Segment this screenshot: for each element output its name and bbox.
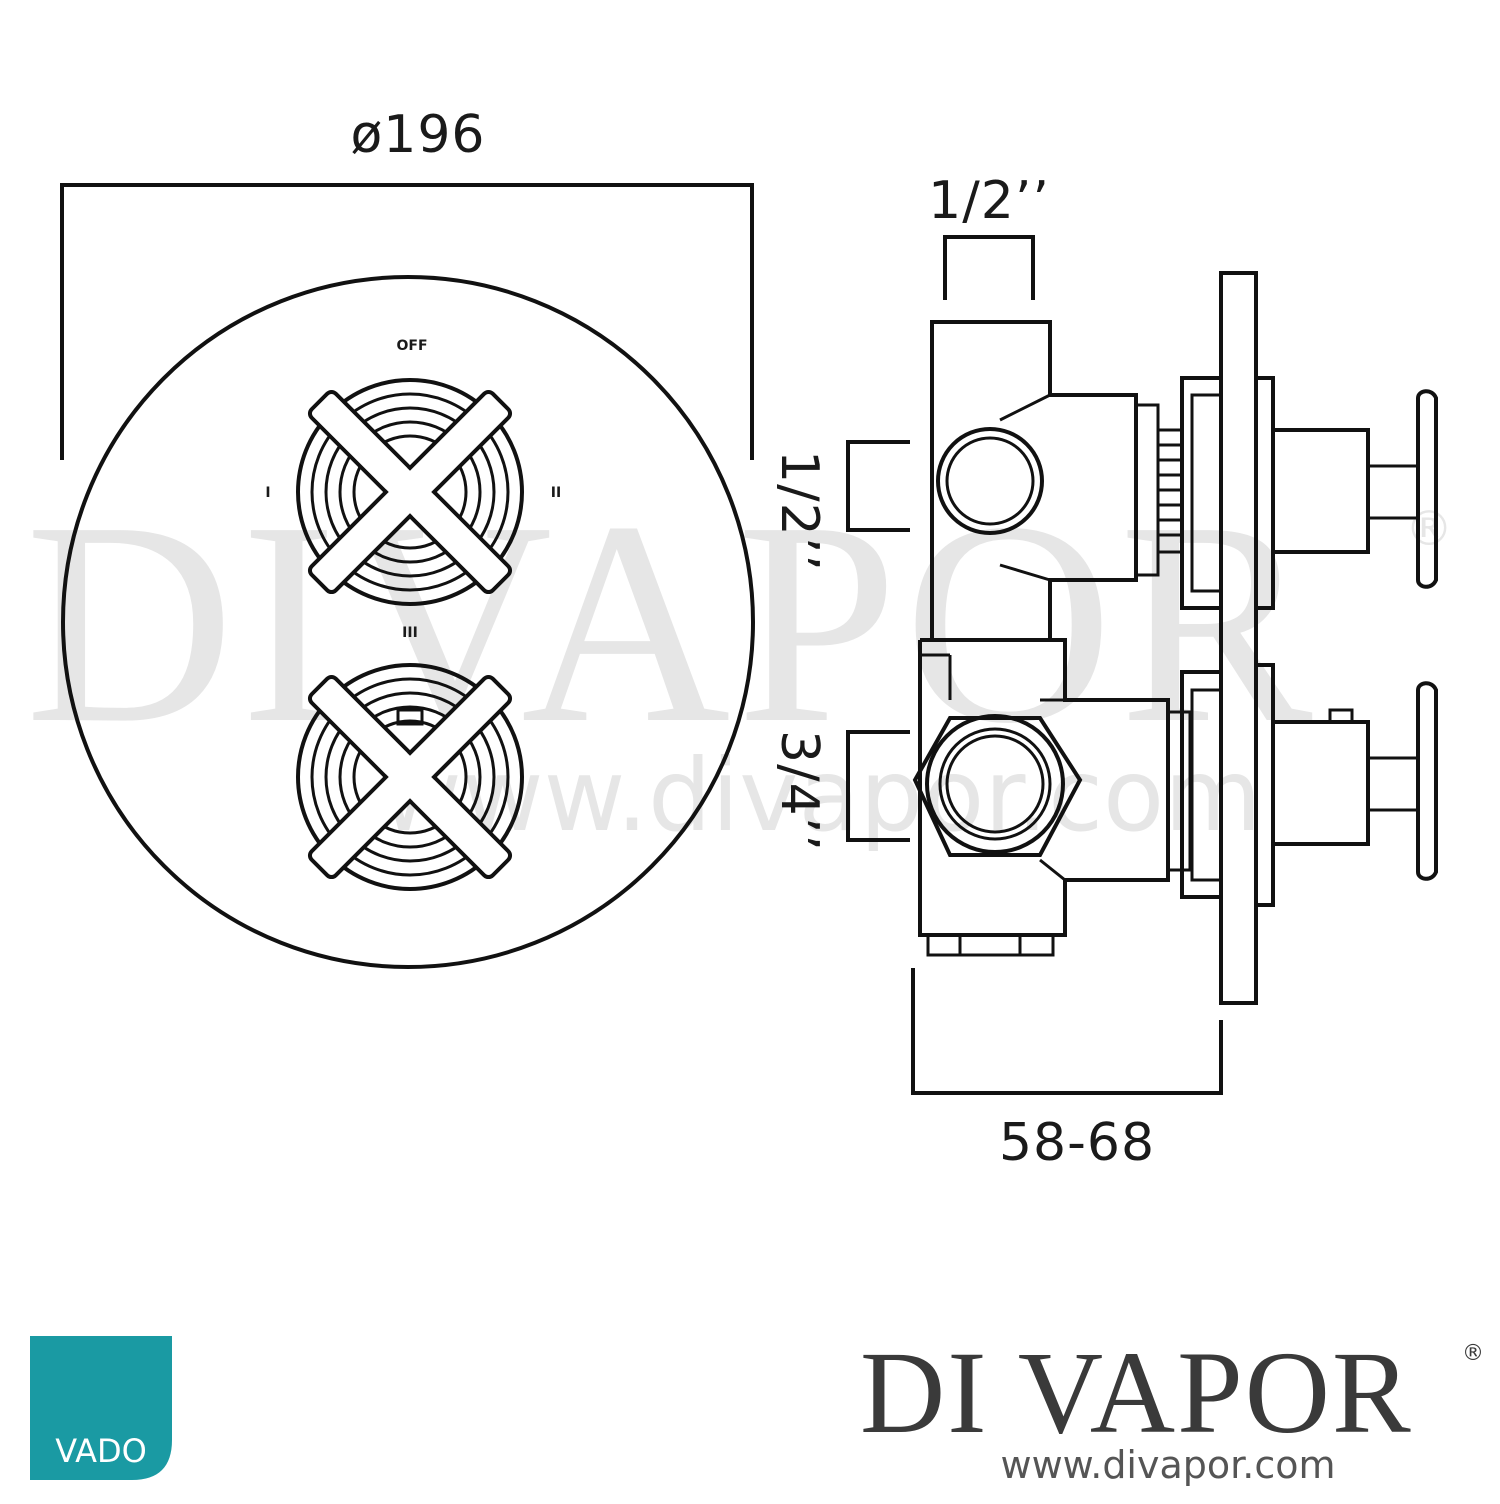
vado-logo-text: VADO (55, 1432, 147, 1470)
side-inlet-label: 1/2’’ (769, 450, 829, 572)
upper-cross-handle (296, 378, 524, 606)
bottom-inlet-label: 3/4’’ (769, 730, 829, 852)
top-inlet-label: 1/2’’ (928, 171, 1050, 231)
dial-label-off: OFF (396, 338, 427, 354)
front-view: ø196 OFF I II III (60, 105, 755, 969)
side-inlet-dimension-line (846, 440, 910, 532)
faceplate-edge (1219, 271, 1258, 1005)
dial-label-two: II (551, 485, 561, 501)
lower-shroud (1180, 663, 1438, 907)
diameter-dimension: ø196 (60, 105, 754, 460)
watermark: DIVAPOR ® www.divapor.com (25, 462, 1453, 854)
vado-logo-badge (30, 1336, 172, 1480)
depth-label: 58-68 (999, 1113, 1155, 1173)
diameter-label: ø196 (350, 105, 485, 165)
top-inlet-dimension-line (943, 235, 1035, 300)
watermark-registered-mark: ® (1405, 501, 1453, 557)
diameter-dimension-line (60, 183, 754, 460)
faceplate-circle (61, 275, 755, 969)
upper-shroud (1180, 376, 1438, 610)
depth-dimension-line (911, 968, 1223, 1095)
lower-cross-handle (296, 663, 524, 891)
side-view: 1/2’’ 1/2’’ 3/4’’ 58-68 (769, 171, 1438, 1173)
brand-registered-mark: ® (1462, 1341, 1484, 1366)
divapor-brand: DI VAPOR ® www.divapor.com (860, 1327, 1484, 1487)
dial-label-three: III (402, 625, 418, 641)
thread (1156, 428, 1184, 554)
vado-logo: VADO (30, 1336, 172, 1480)
watermark-url-text: www.divapor.com (380, 737, 1262, 854)
valve-body (912, 320, 1192, 957)
bottom-inlet-dimension-line (846, 730, 910, 842)
brand-url: www.divapor.com (1000, 1443, 1335, 1487)
brand-name: DI VAPOR (860, 1327, 1413, 1458)
dial-label-one: I (265, 485, 270, 501)
watermark-large-text: DIVAPOR (25, 462, 1319, 783)
